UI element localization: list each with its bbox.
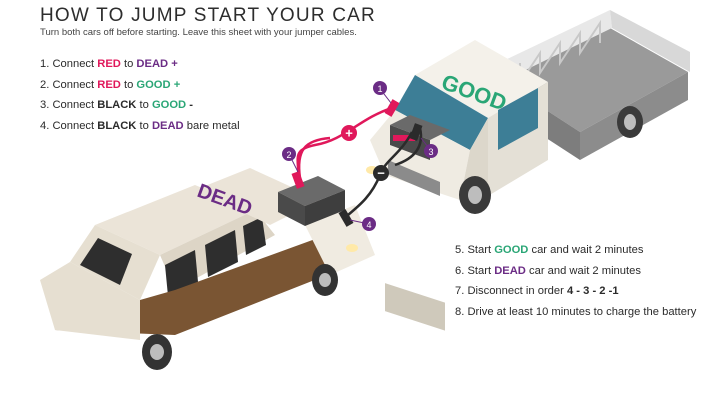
step-4: 4. Connect BLACK to DEAD bare metal [40,119,240,132]
svg-text:2: 2 [286,150,291,160]
step-8: 8. Drive at least 10 minutes to charge t… [455,305,697,318]
step-7: 7. Disconnect in order 4 - 3 - 2 -1 [455,285,619,297]
page-title: HOW TO JUMP START YOUR CAR [40,5,376,26]
marker-4: 4 [349,217,376,231]
marker-2: 2 [282,147,299,173]
svg-text:3: 3 [428,147,433,157]
plus-badge: + [341,125,357,141]
dead-car: DEAD [40,168,375,370]
steps-list-right: 5. Start GOOD car and wait 2 minutes 6. … [455,240,705,320]
step-2: 2. Connect RED to GOOD + [40,78,181,91]
page-subtitle: Turn both cars off before starting. Leav… [40,27,357,38]
svg-text:4: 4 [366,220,371,230]
svg-text:+: + [345,126,353,141]
steps-list-left: 1. Connect RED to DEAD + 2. Connect RED … [40,54,240,136]
good-truck: GOOD [366,10,690,331]
step-6: 6. Start DEAD car and wait 2 minutes [455,264,641,277]
step-1: 1. Connect RED to DEAD + [40,58,178,70]
step-5: 5. Start GOOD car and wait 2 minutes [455,244,644,256]
marker-3: 3 [420,137,438,158]
step-3: 3. Connect BLACK to GOOD - [40,99,193,111]
minus-badge: − [373,165,389,181]
marker-1: 1 [373,81,392,104]
svg-text:−: − [377,166,385,181]
svg-text:1: 1 [377,84,382,94]
